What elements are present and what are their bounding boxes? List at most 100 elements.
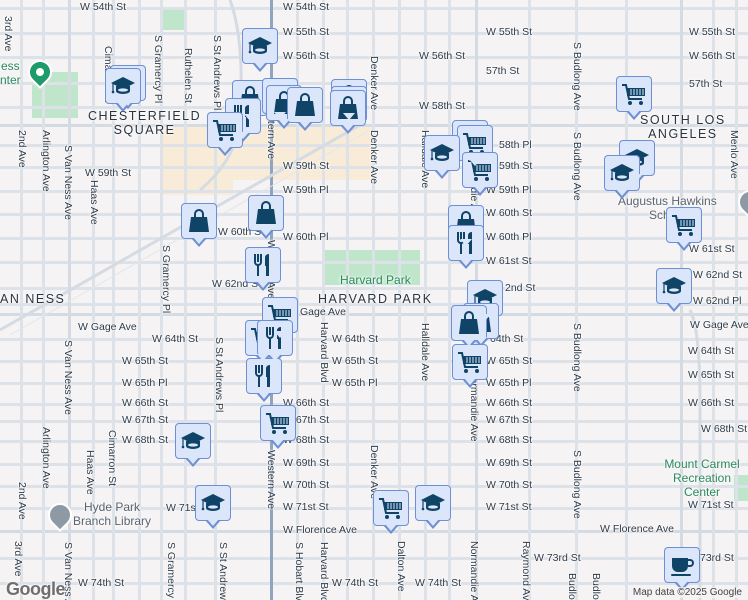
street-label-vertical: Arlington Ave [40,130,52,192]
street-label: W 66th St [122,397,169,409]
street-label: W 58th St [419,100,466,112]
map-marker-coffee[interactable] [664,547,700,591]
street-label-vertical: Haas Ave [88,180,100,225]
park-area-small [160,10,186,30]
map-marker-restaurant[interactable] [246,358,282,402]
street-label: 59th St [499,160,533,172]
street-label: W 64th St [688,345,735,357]
map-attribution[interactable]: Map data ©2025 Google [630,587,744,598]
avenue-road [92,0,95,600]
shopping-bag-icon [456,310,482,336]
avenue-road [528,0,531,600]
street-label: W 71s [166,502,196,514]
street-label: 73rd St [700,552,734,564]
street-label: W 69th St [486,457,533,469]
street-label-vertical: Haas Ave [84,450,96,495]
street-label-vertical: S Budlong Ave [571,323,583,392]
map-marker-shopping[interactable] [451,305,487,349]
map-marker-grocery[interactable] [207,112,243,156]
avenue-road [625,0,628,600]
avenue-road [424,0,427,600]
shopping-cart-icon [457,349,483,375]
avenue-road [112,0,115,600]
street-label: W 65th St [486,355,533,367]
street-label: 58th Pl [499,139,532,151]
street-label-vertical: Menlo Ave [728,130,740,179]
street-label: W 60th St [218,226,265,238]
street-label: W 55th St [283,26,330,38]
street-label: W 74th St [415,577,462,589]
street-label: W 68th St [701,423,748,435]
fork-knife-icon [250,252,276,278]
street-label-vertical: Halldale Ave [419,323,431,382]
street-label: Gage Ave [300,306,346,318]
shopping-cart-icon [467,157,493,183]
street-label: W 67th St [486,414,533,426]
avenue-road [735,0,738,600]
street-label-vertical: S St Andrews Pl [217,542,229,600]
street-label: W 73rd St [534,552,581,564]
street-label: W 64th St [152,333,199,345]
street-label: W 60th Pl [283,231,329,243]
map-marker-school[interactable] [105,68,141,112]
map-marker-grocery[interactable] [373,490,409,534]
map-marker-school[interactable] [415,485,451,529]
street-label: W 68th St [486,434,533,446]
map-marker-grocery[interactable] [616,76,652,120]
street-label: W 65th Pl [486,377,532,389]
street-label-vertical: Dalton Ave [395,541,407,592]
street-label-vertical: Denker Ave [368,130,380,185]
coffee-cup-icon [669,552,695,578]
poi-label-harvard-park-poi[interactable]: Harvard Park [340,273,411,287]
map-marker-restaurant[interactable] [257,320,293,364]
map-marker-school[interactable] [195,485,231,529]
street-label: W 65th St [332,355,379,367]
avenue-road [322,0,325,600]
graduation-cap-icon [247,33,273,59]
street-label: W 66th St [283,397,330,409]
shopping-cart-icon [671,212,697,238]
street-label-vertical: 2nd Ave [16,482,28,520]
google-logo[interactable]: Google [6,579,66,599]
street-label: W 55th St [486,26,533,38]
map-marker-shopping[interactable] [287,87,323,131]
street-label: 57th St [486,65,520,77]
neighborhood-label-harvard-park: HARVARD PARK [318,292,433,306]
map-marker-school[interactable] [424,135,460,179]
street-label: W Gage Ave [690,319,748,331]
map-marker-grocery[interactable] [452,344,488,388]
avenue-road [575,0,578,600]
street-label: W 60th Pl [486,231,532,243]
graduation-cap-icon [429,140,455,166]
map-marker-restaurant[interactable] [245,247,281,291]
street-label-vertical: S Gramercy Pl [160,245,172,314]
graduation-cap-icon [661,273,687,299]
street-label-vertical: 3rd Ave [12,541,24,577]
street-label-vertical: S Gramercy Pl [165,542,177,600]
map-marker-school[interactable] [656,268,692,312]
map-marker-school[interactable] [242,28,278,72]
map-marker-school[interactable] [175,423,211,467]
street-label: W 59th St [85,167,132,179]
map-marker-grocery[interactable] [260,405,296,449]
street-label: 57th St [689,78,723,90]
street-label-vertical: Raymond Ave [520,541,532,600]
street-label-vertical: S Van Ness Ave [62,542,74,600]
street-label: 2nd St [505,282,536,294]
street-label: W 74th St [332,577,379,589]
map-marker-shopping[interactable] [248,195,284,239]
street-label: W 59th Pl [283,184,329,196]
map-marker-grocery[interactable] [666,207,702,251]
street-label: W 62nd St [212,278,262,290]
avenue-road [398,0,401,600]
street-label: W 70th St [283,479,330,491]
street-label: W 59th Pl [486,184,532,196]
map-marker-shopping[interactable] [181,203,217,247]
street-label-vertical: S Budlong Ave [571,42,583,111]
map-marker-school[interactable] [604,155,640,199]
street-label-vertical: Harvard Blvd [318,542,330,600]
